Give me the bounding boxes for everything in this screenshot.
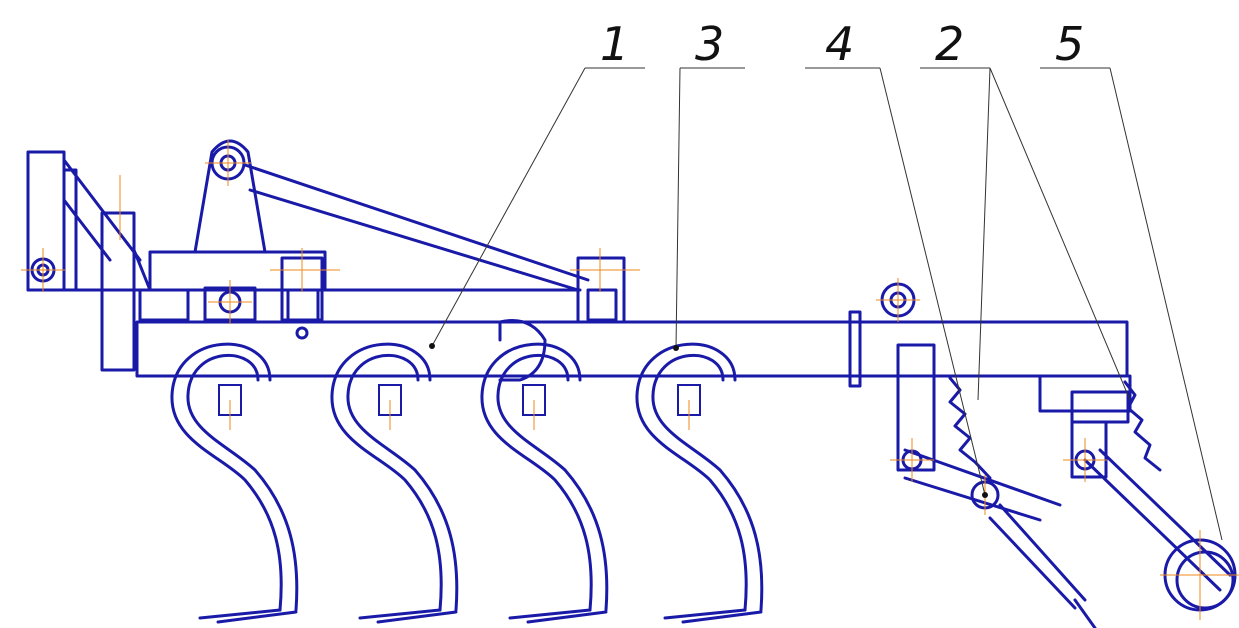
rake-assembly-front — [896, 343, 1097, 628]
callout-label-4: 4 — [825, 17, 854, 71]
centerlines — [21, 140, 1239, 620]
callout-2: 2 — [920, 17, 1131, 401]
callout-label-2: 2 — [935, 17, 964, 71]
callout-5: 5 — [1040, 17, 1223, 541]
callout-label-1: 1 — [600, 17, 629, 71]
hitch-frame — [26, 150, 152, 372]
callouts: 1 3 4 2 5 — [429, 17, 1223, 541]
callout-label-3: 3 — [695, 17, 724, 71]
callout-4: 4 — [805, 17, 988, 498]
callout-1: 1 — [429, 17, 645, 349]
main-beam — [135, 282, 1129, 388]
upper-linkage — [138, 139, 626, 340]
callout-label-5: 5 — [1055, 17, 1084, 71]
spring-tines — [170, 342, 764, 624]
callout-3: 3 — [673, 17, 745, 351]
